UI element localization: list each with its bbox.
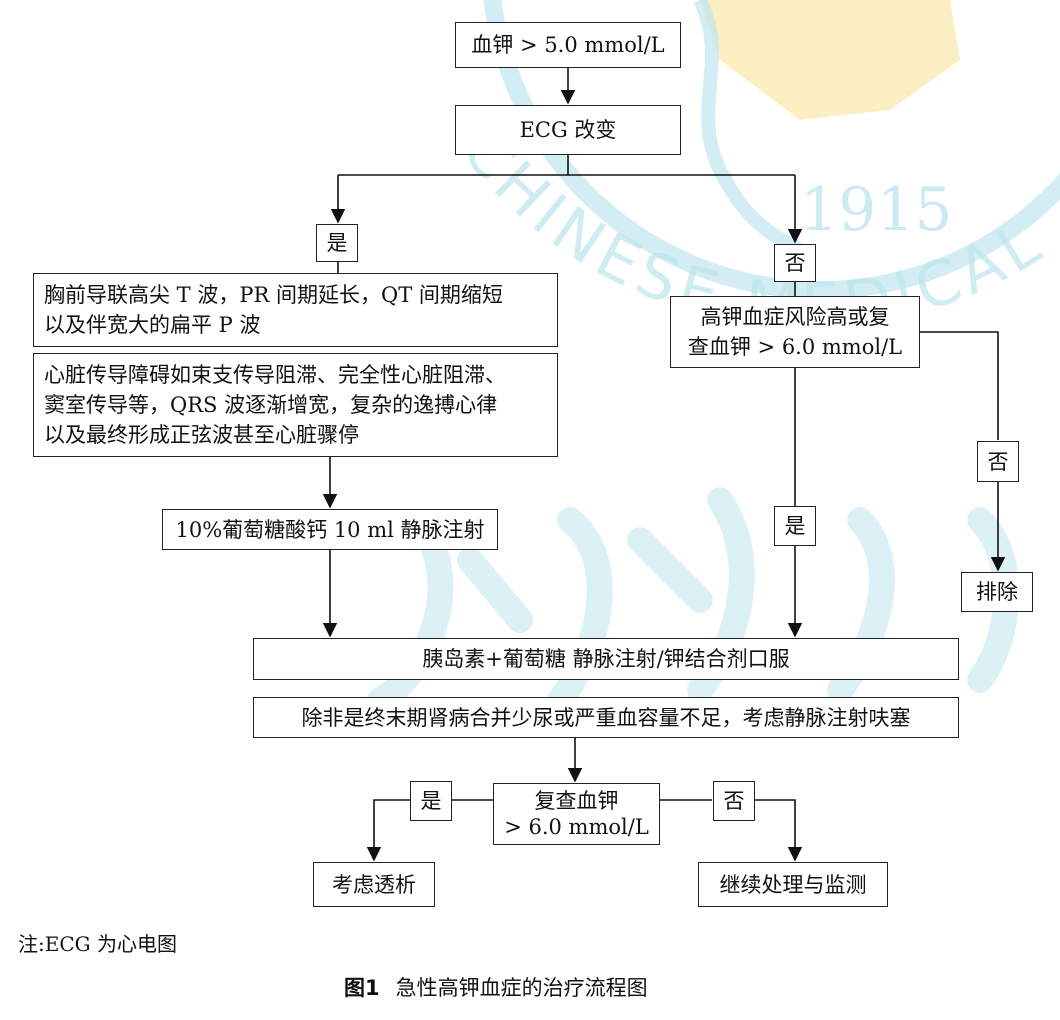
figure-caption: 图1 急性高钾血症的治疗流程图 xyxy=(344,972,648,1002)
node-conduction-line3: 以及最终形成正弦波甚至心脏骤停 xyxy=(44,423,359,447)
node-calcium-label: 10%葡萄糖酸钙 10 ml 静脉注射 xyxy=(175,517,485,542)
label-yes-bottom-text: 是 xyxy=(420,789,442,813)
node-ecg-label: ECG 改变 xyxy=(519,118,617,142)
node-conduction-line1: 心脏传导障碍如束支传导阻滞、完全性心脏阻滞、 xyxy=(44,363,506,387)
node-dialysis-label: 考虑透析 xyxy=(332,872,416,897)
node-start: 血钾 > 5.0 mmol/L xyxy=(455,22,681,68)
node-conduction-line2: 窦室传导等，QRS 波逐渐增宽，复杂的逸搏心律 xyxy=(44,393,498,417)
figure-note: 注:ECG 为心电图 xyxy=(18,932,177,956)
arrow-no-bottom-to-continue xyxy=(755,799,803,862)
label-yes-bottom: 是 xyxy=(410,781,452,821)
node-furosemide-label: 除非是终末期肾病合并少尿或严重血容量不足，考虑静脉注射呋塞 xyxy=(301,705,911,730)
arrow-yes-bottom-to-dialysis xyxy=(366,799,410,862)
figure-number: 图1 xyxy=(344,976,380,1000)
line-risk-to-no-far-right xyxy=(920,331,999,440)
node-conduction: 心脏传导障碍如束支传导阻滞、完全性心脏阻滞、 窦室传导等，QRS 波逐渐增宽，复… xyxy=(33,353,558,457)
node-calcium: 10%葡萄糖酸钙 10 ml 静脉注射 xyxy=(162,509,498,550)
label-no-far-right: 否 xyxy=(977,441,1019,482)
node-continue: 继续处理与监测 xyxy=(698,862,888,907)
label-yes-mid-text: 是 xyxy=(784,514,806,538)
node-start-label: 血钾 > 5.0 mmol/L xyxy=(471,33,665,57)
node-recheck: 复查血钾 > 6.0 mmol/L xyxy=(493,783,660,845)
label-no-right: 否 xyxy=(774,244,816,282)
label-yes-mid: 是 xyxy=(774,506,816,546)
node-ecg-signs-line2: 以及伴宽大的扁平 P 波 xyxy=(44,313,261,337)
node-ecg: ECG 改变 xyxy=(455,105,681,155)
node-exclude-label: 排除 xyxy=(976,580,1018,604)
node-ecg-signs-line1: 胸前导联高尖 T 波，PR 间期延长，QT 间期缩短 xyxy=(44,283,503,307)
label-no-far-right-text: 否 xyxy=(987,449,1009,474)
node-recheck-line1: 复查血钾 xyxy=(534,789,619,813)
node-insulin: 胰岛素+葡萄糖 静脉注射/钾结合剂口服 xyxy=(253,638,959,680)
label-yes-left: 是 xyxy=(316,224,358,262)
label-no-right-text: 否 xyxy=(784,251,806,275)
node-risk: 高钾血症风险高或复 查血钾 > 6.0 mmol/L xyxy=(670,296,920,368)
node-recheck-line2: > 6.0 mmol/L xyxy=(504,815,649,839)
node-continue-label: 继续处理与监测 xyxy=(719,872,867,897)
node-dialysis: 考虑透析 xyxy=(313,862,435,907)
node-exclude: 排除 xyxy=(961,572,1033,612)
label-no-bottom: 否 xyxy=(713,781,755,821)
node-insulin-label: 胰岛素+葡萄糖 静脉注射/钾结合剂口服 xyxy=(422,647,790,671)
label-yes-left-text: 是 xyxy=(326,231,348,255)
node-ecg-signs: 胸前导联高尖 T 波，PR 间期延长，QT 间期缩短 以及伴宽大的扁平 P 波 xyxy=(33,273,558,347)
node-furosemide: 除非是终末期肾病合并少尿或严重血容量不足，考虑静脉注射呋塞 xyxy=(253,697,959,738)
label-no-bottom-text: 否 xyxy=(723,789,745,813)
figure-title: 急性高钾血症的治疗流程图 xyxy=(395,976,648,1000)
node-risk-line2: 查血钾 > 6.0 mmol/L xyxy=(687,335,903,359)
node-risk-line1: 高钾血症风险高或复 xyxy=(700,305,890,329)
